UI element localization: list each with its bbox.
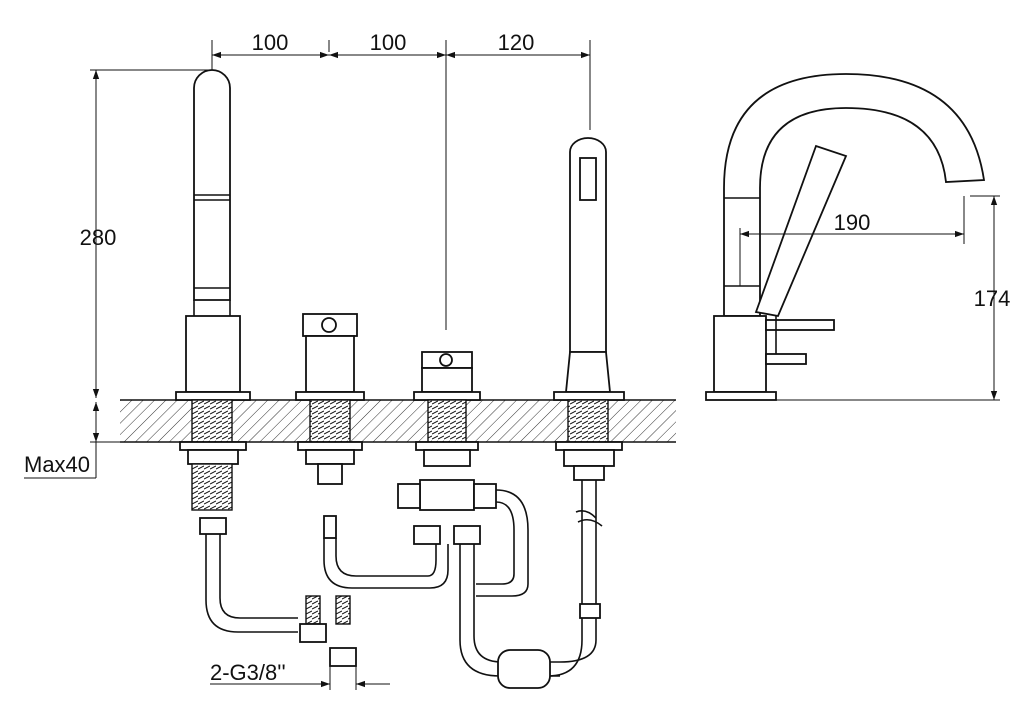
dimension-spacing-2: 100	[370, 30, 407, 55]
dimension-spacing-3: 120	[498, 30, 535, 55]
side-dimensions: 190 174	[739, 195, 1011, 401]
left-dimensions: 280 Max40	[24, 69, 210, 479]
side-view	[705, 73, 986, 401]
dimension-connection: 2-G3/8''	[210, 660, 286, 685]
diverter-center	[397, 351, 560, 677]
dimension-spout-reach: 190	[834, 210, 871, 235]
top-dimensions: 100 100 120	[211, 30, 591, 330]
hand-shower-front	[497, 137, 625, 689]
valve-left	[295, 313, 420, 589]
dimension-spout-height: 280	[80, 225, 117, 250]
inlet-connections: 2-G3/8''	[210, 595, 390, 690]
dimension-spacing-1: 100	[252, 30, 289, 55]
spout-front	[175, 69, 298, 633]
dimension-outlet-height: 174	[974, 286, 1011, 311]
dimension-deck-thickness: Max40	[24, 452, 90, 477]
